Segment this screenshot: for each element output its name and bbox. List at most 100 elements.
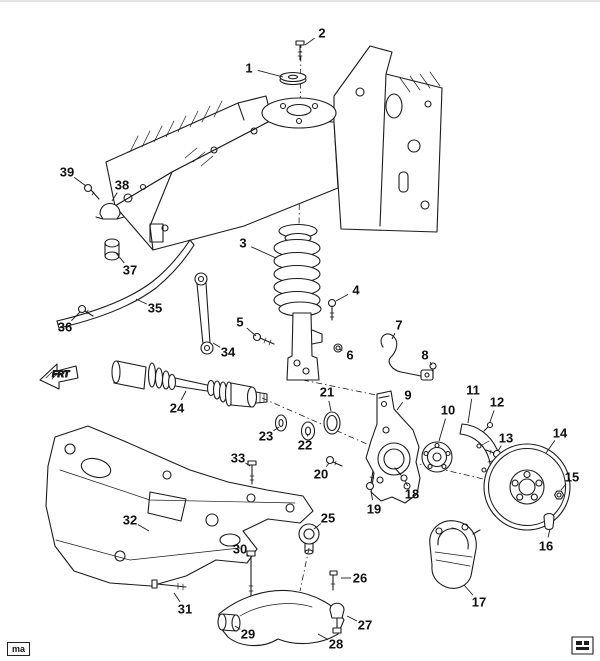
callout-36: 36 — [58, 320, 72, 335]
frt-label: FRT — [52, 369, 71, 379]
callout-21: 21 — [320, 385, 334, 400]
callout-leader-11 — [467, 398, 473, 424]
strut-bolt-upper — [327, 298, 337, 321]
callout-leader-4 — [335, 293, 349, 302]
callout-31: 31 — [178, 602, 192, 617]
arm-bolt-31 — [151, 579, 187, 591]
callout-leader-18 — [404, 480, 409, 487]
stabilizer-bushing — [104, 238, 120, 261]
hatch-pattern-cowl — [184, 147, 214, 167]
strut-assembly — [273, 223, 323, 381]
callout-3: 3 — [239, 236, 246, 251]
callout-33: 33 — [231, 451, 245, 466]
balljoint-bolt-26 — [329, 570, 338, 591]
callout-leader-29 — [234, 625, 241, 630]
callout-leader-14 — [545, 440, 556, 454]
grease-cap — [543, 513, 555, 531]
callout-38: 38 — [115, 178, 129, 193]
callout-leader-5 — [246, 327, 257, 337]
callout-12: 12 — [490, 395, 504, 410]
callout-leader-24 — [180, 390, 187, 401]
callout-leader-27 — [346, 615, 358, 622]
callout-30: 30 — [233, 542, 247, 557]
callout-leader-8 — [429, 362, 433, 366]
hub-seal-ring — [323, 411, 341, 435]
callout-7: 7 — [395, 318, 402, 333]
ball-joint-27 — [329, 602, 345, 634]
subframe-bolt-33 — [247, 460, 257, 485]
knuckle-bolt-19 — [365, 470, 375, 491]
callout-23: 23 — [259, 429, 273, 444]
brake-caliper — [429, 520, 481, 589]
callout-6: 6 — [346, 348, 353, 363]
strut-mount-bolt — [295, 40, 305, 61]
callout-leader-32 — [137, 524, 150, 532]
callout-leader-12 — [489, 410, 495, 423]
callout-leader-7 — [391, 332, 396, 340]
callout-13: 13 — [499, 431, 513, 446]
body-structure — [105, 45, 443, 251]
callout-leader-3 — [251, 246, 277, 259]
callout-22: 22 — [298, 438, 312, 453]
callout-leader-21 — [328, 400, 332, 412]
callout-leader-36 — [71, 311, 81, 321]
callout-24: 24 — [170, 401, 185, 416]
callout-leader-22 — [306, 433, 309, 437]
knuckle-bolt-20 — [325, 455, 343, 467]
callout-leader-9 — [396, 401, 404, 411]
knuckle-pinch-bolt — [252, 332, 275, 346]
callout-34: 34 — [221, 345, 236, 360]
callout-leader-15 — [560, 483, 567, 491]
callout-28: 28 — [329, 637, 343, 652]
callout-16: 16 — [539, 539, 553, 554]
callout-leader-6 — [339, 348, 343, 351]
callout-leader-33 — [245, 462, 251, 467]
callout-leader-16 — [547, 528, 551, 538]
callout-25: 25 — [321, 511, 335, 526]
callout-leader-19 — [370, 490, 373, 501]
cv-axle — [111, 360, 268, 408]
callout-15: 15 — [565, 470, 579, 485]
callout-37: 37 — [123, 263, 137, 278]
pinch-bolt-nut — [333, 343, 343, 353]
corner-tag: ma — [7, 642, 31, 656]
callout-leader-2 — [304, 37, 315, 46]
callout-35: 35 — [148, 301, 162, 316]
callout-leader-13 — [497, 445, 502, 452]
stabilizer-bracket-bolt — [83, 183, 100, 200]
callout-10: 10 — [441, 403, 455, 418]
callout-29: 29 — [241, 627, 255, 642]
callout-9: 9 — [404, 388, 411, 403]
callout-leader-25 — [313, 523, 322, 530]
callout-leader-1 — [257, 69, 284, 78]
callout-14: 14 — [553, 426, 568, 441]
hatch-pattern-right-horn — [399, 71, 441, 93]
callout-39: 39 — [60, 165, 74, 180]
stabilizer-link — [194, 272, 214, 355]
stabilizer-end-bolt — [77, 304, 94, 317]
callout-27: 27 — [358, 618, 372, 633]
stabilizer-bar — [56, 239, 195, 329]
callout-19: 19 — [367, 502, 381, 517]
callout-leader-34 — [212, 342, 221, 348]
stabilizer-bracket — [95, 202, 125, 220]
callout-32: 32 — [123, 513, 137, 528]
callout-leader-23 — [273, 426, 280, 432]
axle-washer-inner — [300, 421, 316, 441]
strut-mount-washer — [279, 71, 307, 86]
callout-11: 11 — [466, 383, 480, 398]
brake-rotor — [483, 443, 571, 531]
callout-1: 1 — [245, 61, 252, 76]
hatch-pattern-left-rail — [129, 100, 223, 153]
callout-8: 8 — [421, 348, 428, 363]
callout-2: 2 — [318, 26, 325, 41]
callout-leader-30 — [246, 554, 250, 557]
callout-18: 18 — [405, 487, 419, 502]
callout-leader-37 — [115, 252, 125, 264]
callout-leader-20 — [325, 462, 330, 467]
callout-4: 4 — [352, 283, 360, 298]
callout-leader-31 — [173, 592, 181, 602]
